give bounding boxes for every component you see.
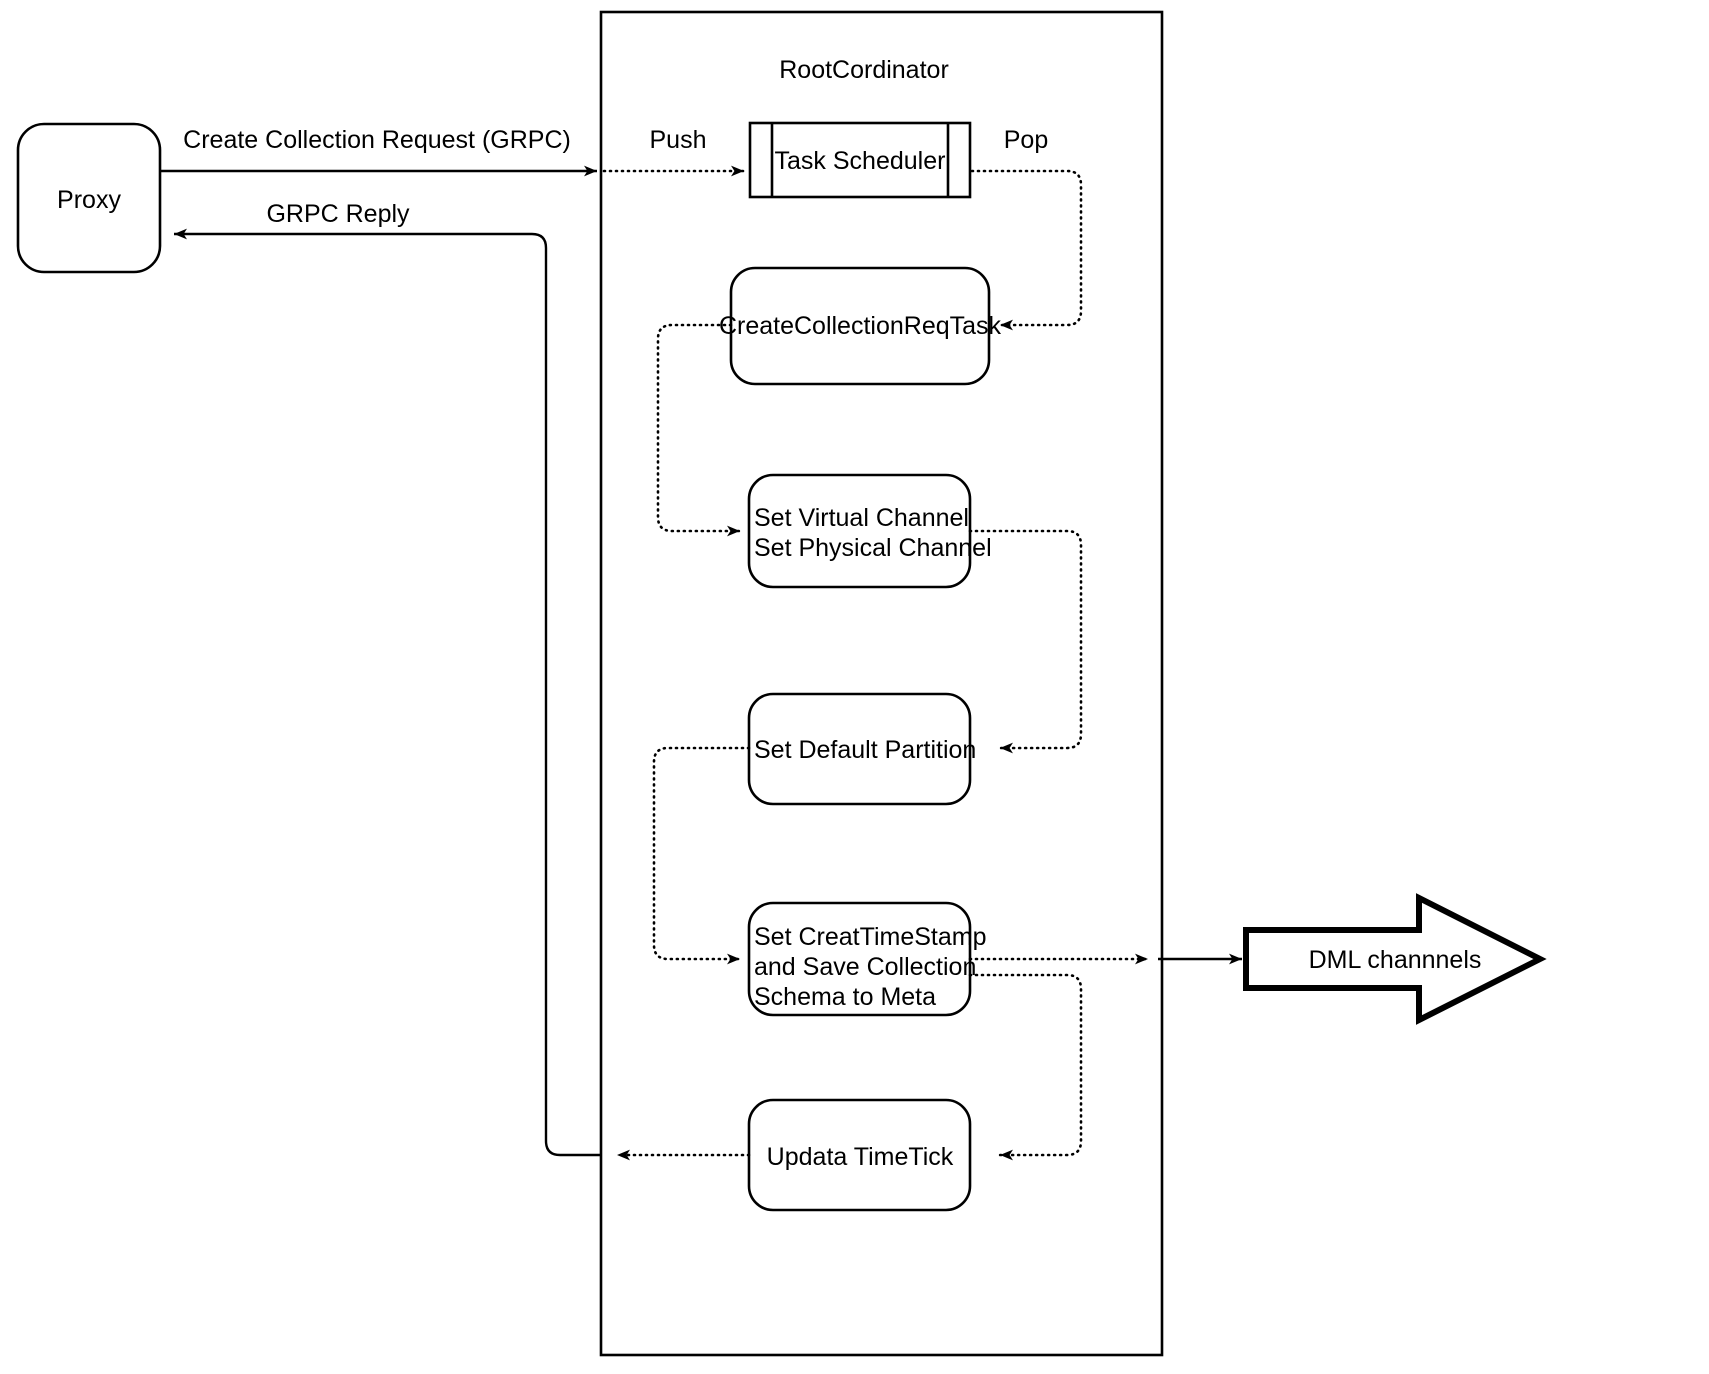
node-set-channels-label-line-2: Set Physical Channel bbox=[754, 534, 992, 562]
edge-default-partition-to-timestamp bbox=[652, 746, 751, 965]
edge-set-channels-to-default-partition bbox=[968, 529, 1083, 754]
node-create-collection-req-task[interactable]: CreateCollectionReqTask bbox=[719, 266, 1002, 386]
node-set-channels-label-line-1: Set Virtual Channel bbox=[754, 504, 969, 532]
node-proxy-label: Proxy bbox=[57, 186, 121, 214]
node-update-timetick[interactable]: Updata TimeTick bbox=[747, 1098, 972, 1212]
edge-label-push: Push bbox=[650, 126, 707, 154]
node-set-default-partition-label: Set Default Partition bbox=[754, 736, 976, 764]
edge-task-to-set-channels bbox=[656, 323, 742, 537]
edge-push: Push bbox=[602, 126, 746, 177]
node-set-channels[interactable]: Set Virtual Channel Set Physical Channel bbox=[747, 473, 992, 589]
node-set-timestamp-save-meta-label-line-1: Set CreatTimeStamp bbox=[754, 923, 986, 951]
rootcordinator-title: RootCordinator bbox=[779, 56, 949, 84]
node-update-timetick-label: Updata TimeTick bbox=[767, 1143, 954, 1171]
node-set-timestamp-save-meta[interactable]: Set CreatTimeStamp and Save Collection S… bbox=[747, 901, 986, 1017]
node-set-default-partition[interactable]: Set Default Partition bbox=[747, 692, 976, 806]
edge-create-collection-request: Create Collection Request (GRPC) bbox=[160, 126, 597, 177]
node-task-scheduler-label: Task Scheduler bbox=[775, 147, 946, 175]
node-set-timestamp-save-meta-label-line-2: and Save Collection bbox=[754, 953, 976, 981]
node-proxy[interactable]: Proxy bbox=[16, 122, 162, 274]
rootcordinator-container: RootCordinator bbox=[599, 10, 1164, 1357]
node-create-collection-req-task-label: CreateCollectionReqTask bbox=[719, 312, 1002, 340]
edge-timestamp-to-update-timetick bbox=[968, 973, 1083, 1161]
node-task-scheduler[interactable]: Task Scheduler bbox=[748, 121, 972, 199]
node-dml-channels-label: DML channnels bbox=[1309, 946, 1482, 974]
edge-label-pop: Pop bbox=[1004, 126, 1048, 154]
node-dml-channels[interactable]: DML channnels bbox=[1243, 893, 1547, 1025]
edge-label-grpc-reply: GRPC Reply bbox=[266, 200, 410, 228]
edge-pop: Pop bbox=[970, 126, 1083, 331]
edge-grpc-reply: GRPC Reply bbox=[174, 200, 751, 1161]
node-set-timestamp-save-meta-label-line-3: Schema to Meta bbox=[754, 983, 936, 1011]
edge-label-create-collection-request: Create Collection Request (GRPC) bbox=[183, 126, 571, 154]
